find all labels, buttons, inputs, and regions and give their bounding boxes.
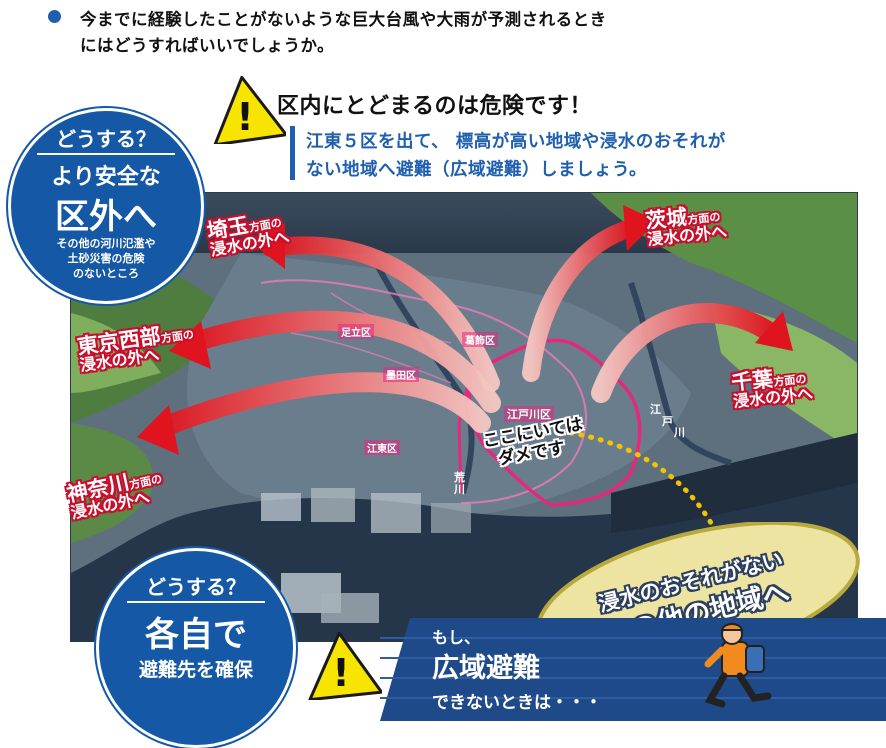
evacuation-map xyxy=(70,192,858,642)
circle-left-line-2: 区外へ xyxy=(55,197,157,237)
circle-bottom-title: どうする？ xyxy=(146,575,246,599)
ward-label-edogawa: 江戸川区 xyxy=(504,406,554,422)
warning-headline: 区内にとどまるのは危険です！ xyxy=(277,94,593,119)
ward-label-katsushika: 葛飾区 xyxy=(462,332,498,347)
ward-label-adachi: 足立区 xyxy=(338,324,374,339)
warning-triangle-icon: ! xyxy=(208,74,286,144)
circle-outside-ward: どうする？ より安全な 区外へ その他の河川氾濫や 土砂災害の危険 のないところ xyxy=(8,108,204,304)
ward-label-koto: 江東区 xyxy=(364,440,400,455)
subtext-bar xyxy=(290,126,295,180)
warning-sub-line-1: 江東５区を出て、 標高が高い地域や浸水のおそれが xyxy=(306,132,726,152)
river-label-arakawa: 荒 川 xyxy=(454,471,465,496)
bottom-band-line-2: 広域避難 xyxy=(432,653,540,684)
warning-triangle-icon-2: ! xyxy=(304,630,382,700)
circle-left-note-2: 土砂災害の危険 xyxy=(67,252,145,265)
circle-left-line-1: より安全な xyxy=(51,165,161,190)
circle-bottom-rule xyxy=(127,601,265,603)
warning-mark: ! xyxy=(236,95,253,139)
question-line-2: にはどうすればいいでしょうか。 xyxy=(80,36,335,55)
bottom-band-line-3: できないときは・・・ xyxy=(432,693,602,713)
circle-left-note-1: その他の河川氾濫や xyxy=(56,237,156,250)
river-label-edogawa: 江 戸 川 xyxy=(650,403,685,440)
direction-chiba: 千葉方面の 浸水の外へ xyxy=(730,366,814,412)
circle-own-shelter: どうする？ 各自で 避難先を確保 xyxy=(96,548,296,748)
circle-bottom-line-1: 各自で xyxy=(145,615,247,655)
ward-label-sumida: 墨田区 xyxy=(383,367,419,382)
evacuee-figure-icon xyxy=(704,623,772,708)
bullet-dot xyxy=(48,10,61,23)
warning-mark-2: ! xyxy=(332,651,349,695)
circle-left-rule xyxy=(37,153,175,155)
question-line-1: 今までに経験したことがないような巨大台風や大雨が予測されるとき xyxy=(80,10,607,29)
circle-bottom-line-2: 避難先を確保 xyxy=(138,659,253,681)
circle-left-title: どうする？ xyxy=(56,127,156,151)
bottom-band: もし、 広域避難 できないときは・・・ xyxy=(380,618,886,721)
circle-left-note-3: のないところ xyxy=(73,267,139,280)
bottom-band-line-1: もし、 xyxy=(432,628,481,647)
warning-sub-line-2: ない地域へ避難（広域避難）しましょう。 xyxy=(306,160,647,180)
direction-ibaraki: 茨城方面の 浸水の外へ xyxy=(644,204,728,250)
